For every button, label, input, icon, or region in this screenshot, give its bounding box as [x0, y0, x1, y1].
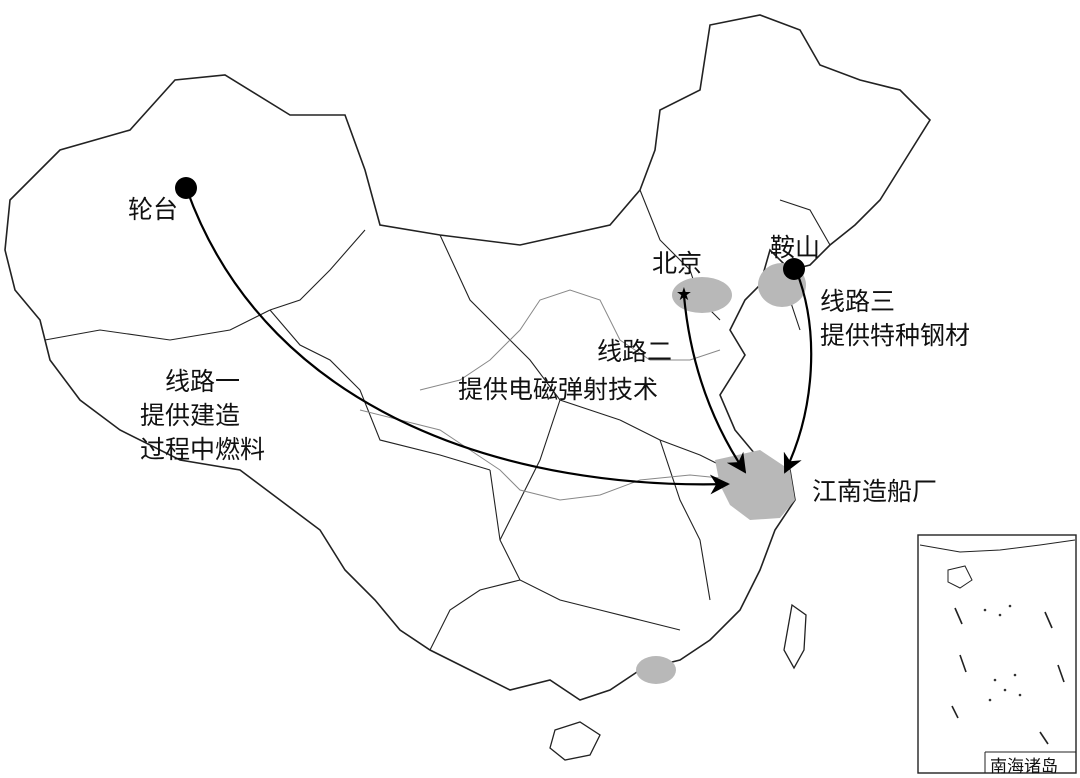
- route3-name: 线路三: [820, 287, 896, 316]
- beijing-label: 北京: [652, 249, 703, 278]
- route1-arrow: [185, 189, 730, 495]
- anshan-label: 鞍山: [770, 233, 821, 262]
- route2-name: 线路二: [597, 337, 673, 366]
- route-arrows: [185, 189, 813, 495]
- route1-desc-2: 过程中燃料: [140, 435, 266, 464]
- anshan-marker-icon: [783, 258, 805, 280]
- taiwan-island: [783, 603, 807, 670]
- inset-title: 南海诸岛: [990, 757, 1058, 777]
- shaded-regions: [636, 263, 806, 684]
- route3-desc: 提供特种钢材: [820, 321, 971, 350]
- hainan-island: [549, 721, 601, 761]
- luntai-marker-icon: [175, 177, 197, 199]
- route1-name: 线路一: [165, 367, 241, 396]
- rivers: [359, 289, 741, 501]
- beijing-star-icon: ★: [676, 284, 692, 305]
- route1-desc-1: 提供建造: [140, 401, 241, 430]
- route2-arrow: [682, 295, 747, 474]
- shipyard-label: 江南造船厂: [812, 477, 938, 506]
- south-china-sea-inset: [917, 534, 1077, 774]
- luntai-label: 轮台: [128, 195, 179, 224]
- route2-desc: 提供电磁弹射技术: [458, 375, 659, 404]
- route3-arrow: [783, 269, 813, 474]
- country-outline: [4, 14, 932, 701]
